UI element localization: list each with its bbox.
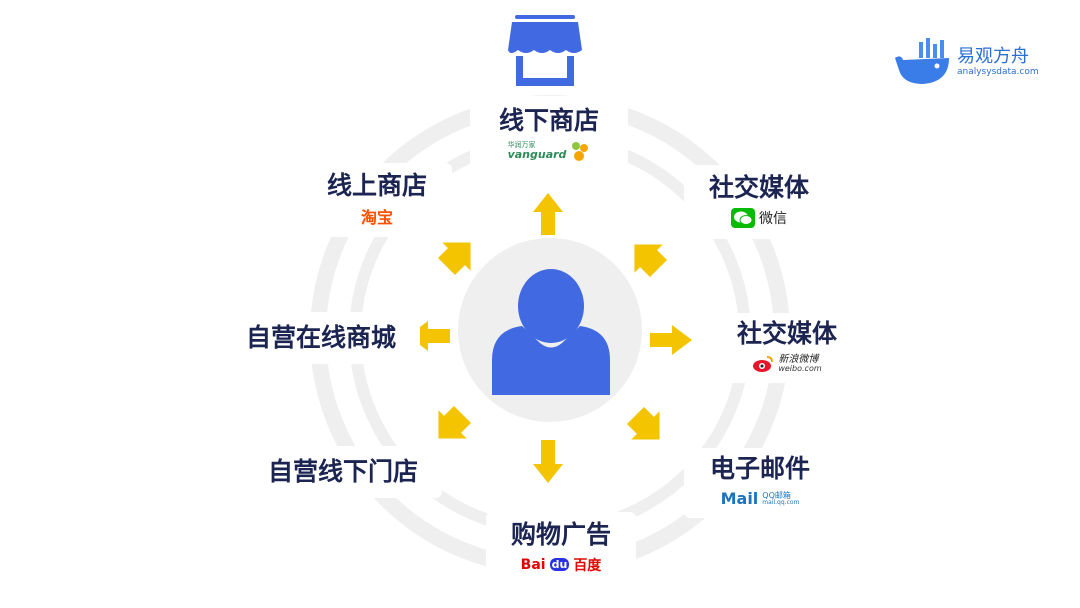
qqmail-text: Mail (720, 489, 759, 509)
offline-store-label: 线下商店 (498, 106, 599, 136)
watermark-name: 易观方舟 (957, 45, 1029, 67)
watermark-url: analysysdata.com (957, 67, 1039, 78)
social-wechat-label: 社交媒体 (708, 173, 809, 203)
arrow-down-left (438, 406, 471, 439)
arrow-down-right (627, 407, 660, 440)
arrow-up-left (438, 242, 471, 275)
email-label: 电子邮件 (709, 454, 810, 484)
baidu-text-cn: 百度 (573, 557, 602, 574)
baidu-paw-icon: du (549, 558, 570, 572)
qqmail-cn: QQ邮箱 (762, 490, 791, 500)
wechat-icon (731, 207, 755, 228)
own-offline-store-label: 自营线下门店 (267, 456, 418, 486)
taobao-logo: 淘宝 (360, 207, 393, 227)
label-online-store: 线上商店 淘宝 (302, 163, 452, 237)
qqmail-url: mail.qq.com (762, 498, 800, 506)
qqmail-logo: Mail QQ邮箱 mail.qq.com (721, 487, 800, 511)
vanguard-dots-icon (572, 141, 589, 161)
user-icon (492, 269, 610, 395)
own-online-mall-label: 自营在线商城 (245, 322, 396, 352)
vanguard-logo: 华润万家 vanguard (508, 139, 591, 163)
label-email: 电子邮件 Mail QQ邮箱 mail.qq.com (684, 448, 836, 518)
baidu-text-a: Bai (520, 556, 546, 573)
weibo-url: weibo.com (778, 363, 822, 373)
arrow-right (650, 325, 692, 355)
store-icon (508, 15, 582, 86)
label-social-wechat: 社交媒体 微信 (684, 165, 834, 239)
label-offline-store: 线下商店 华润万家 vanguard (470, 96, 628, 174)
wechat-text: 微信 (759, 210, 787, 227)
label-shopping-ads: 购物广告 Bai du 百度 (486, 512, 636, 586)
social-weibo-label: 社交媒体 (736, 319, 837, 349)
baidu-logo: Bai du 百度 (521, 553, 602, 577)
watermark: 易观方舟 analysysdata.com (893, 36, 1039, 88)
arrow-down (533, 440, 563, 483)
vanguard-text: vanguard (507, 147, 567, 161)
label-own-online-mall: 自营在线商城 (222, 312, 420, 364)
weibo-text: 新浪微博 (778, 353, 819, 365)
label-own-offline-store: 自营线下门店 (244, 446, 442, 498)
shopping-ads-label: 购物广告 (510, 520, 611, 550)
analysys-whale-icon (895, 38, 949, 84)
vanguard-cn: 华润万家 (507, 140, 536, 149)
arrow-up-right (634, 244, 667, 277)
label-social-weibo: 社交媒体 新浪微博 weibo.com (712, 313, 862, 383)
arrow-up (533, 193, 563, 235)
weibo-icon (753, 355, 774, 372)
online-store-label: 线上商店 (326, 171, 427, 201)
